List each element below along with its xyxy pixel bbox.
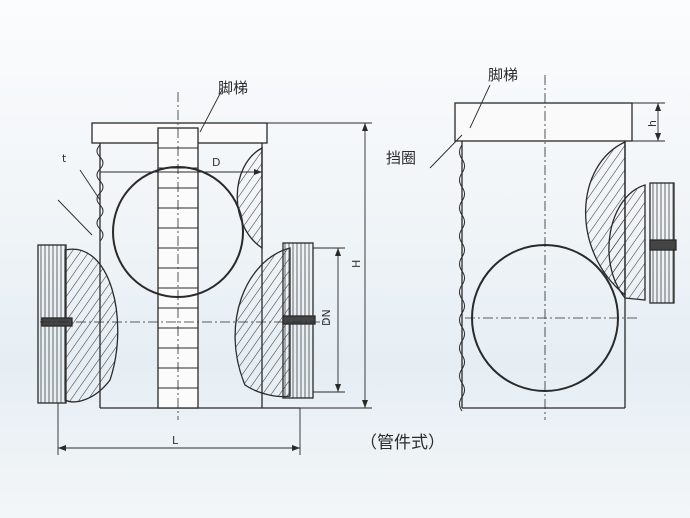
dim-label-H: H (350, 260, 363, 268)
label-ladder-left: 脚梯 (218, 79, 248, 97)
left-top-outlet-hatch (236, 146, 263, 250)
left-inlet-hatch (64, 248, 119, 403)
caption: （管件式） (360, 433, 445, 453)
right-cover-plate (454, 102, 633, 142)
left-view (37, 92, 330, 420)
dim-label-D: D (212, 156, 220, 169)
dim-label-DN: DN (320, 309, 333, 326)
dim-label-h: h (646, 120, 659, 127)
label-retaining-ring: 挡圈 (386, 149, 416, 167)
left-dim-arrows (58, 123, 368, 451)
right-view (429, 75, 677, 420)
left-dimensions (57, 89, 372, 455)
right-corrugated-wall (459, 144, 465, 412)
dim-label-L: L (172, 434, 179, 447)
label-ladder-right: 脚梯 (488, 66, 518, 84)
left-corrugated-wall (96, 144, 104, 242)
right-dim-arrows (655, 103, 661, 141)
dim-label-t: t (62, 152, 67, 165)
